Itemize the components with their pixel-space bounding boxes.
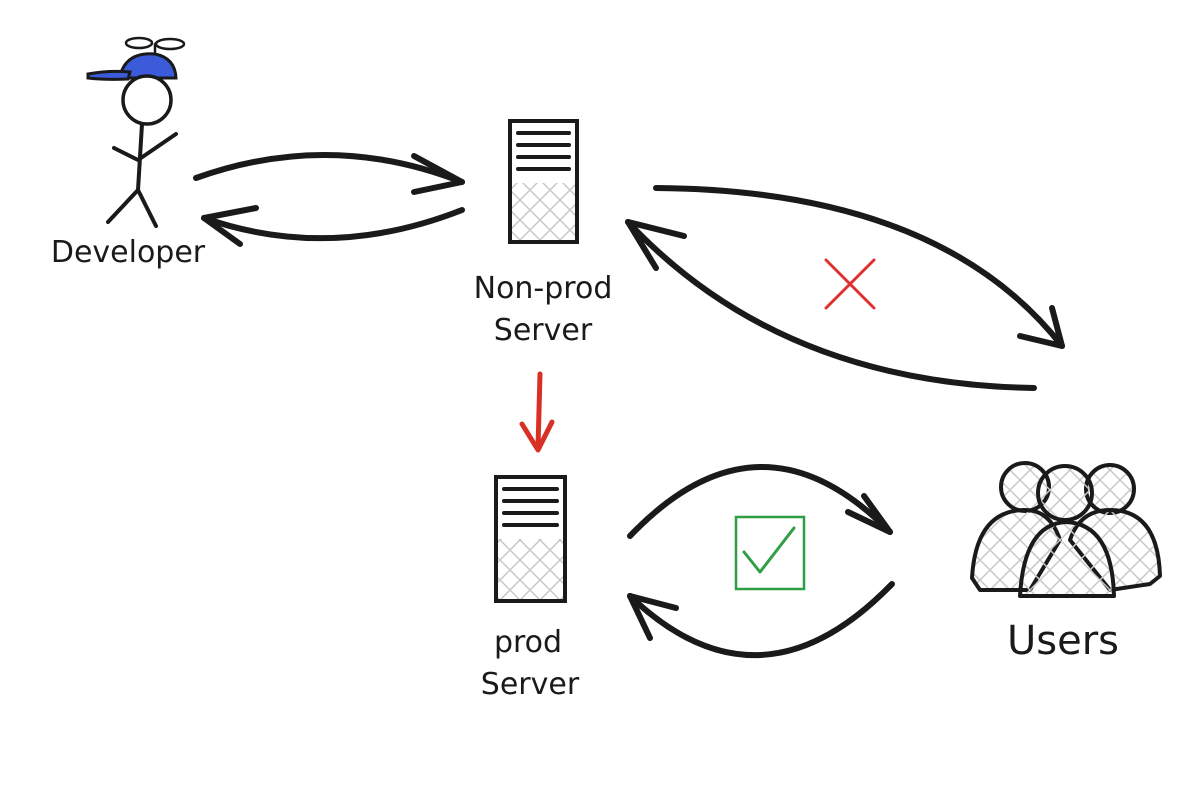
nonprod-label-line1: Non-prod [474, 271, 613, 306]
users-label: Users [1007, 618, 1119, 664]
deploy-arrow [519, 371, 555, 453]
blocked-x-icon [824, 258, 876, 310]
developer-label: Developer [51, 235, 206, 270]
prod-to-users-arrow [627, 464, 893, 539]
nonprod-server-icon [508, 119, 579, 244]
nonprod-to-dev-arrow [201, 205, 465, 247]
nonprod-label-line2: Server [494, 313, 593, 348]
users-to-prod-arrow [627, 581, 895, 659]
prod-server-icon [494, 475, 567, 603]
dev-to-nonprod-arrow [193, 151, 465, 195]
users-icon [970, 461, 1162, 598]
developer-icon [86, 36, 186, 228]
allowed-check-icon [734, 515, 806, 591]
prod-label-line2: Server [481, 667, 580, 702]
users-to-nonprod-arrow [625, 219, 1037, 391]
prod-label-line1: prod [494, 625, 562, 660]
nonprod-to-users-arrow [653, 185, 1065, 349]
